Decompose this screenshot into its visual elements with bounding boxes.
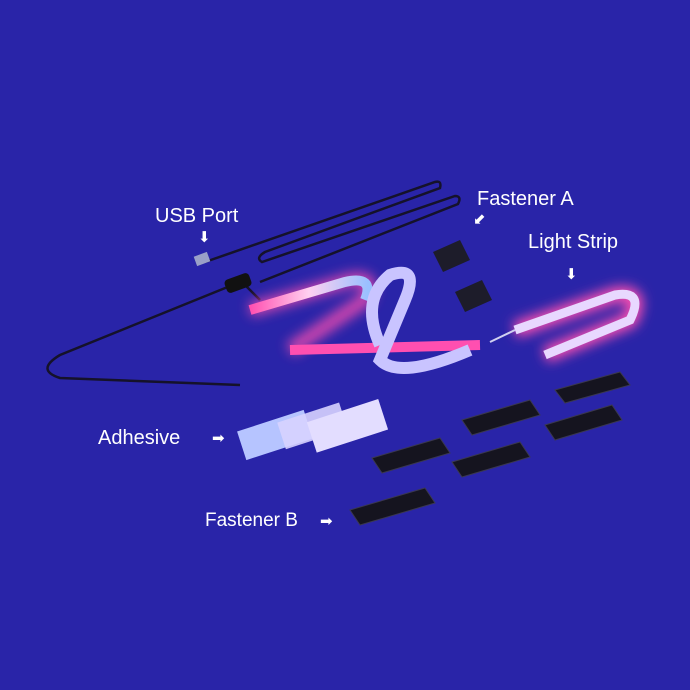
usb-plug <box>193 251 211 267</box>
light-strip <box>247 266 643 374</box>
light-strip-label: Light Strip <box>528 231 619 253</box>
fastener-b-clips <box>349 371 631 526</box>
adhesive-strips <box>237 399 389 461</box>
fastener-a-label: Fastener A <box>477 188 574 210</box>
arrow-right-icon: ➡ <box>320 513 333 530</box>
arrow-down-left-icon: ⬋ <box>473 211 486 228</box>
arrow-right-icon: ➡ <box>212 430 225 447</box>
arrow-down-icon: ⬇ <box>198 229 211 246</box>
usb-cable <box>46 180 461 387</box>
controller-box <box>224 273 252 293</box>
usb-port-label: USB Port <box>155 205 239 227</box>
adhesive-label: Adhesive <box>98 427 181 449</box>
fastener-a-clips <box>433 240 492 312</box>
fastener-b-label: Fastener B <box>205 510 298 531</box>
arrow-down-icon: ⬇ <box>565 266 578 283</box>
